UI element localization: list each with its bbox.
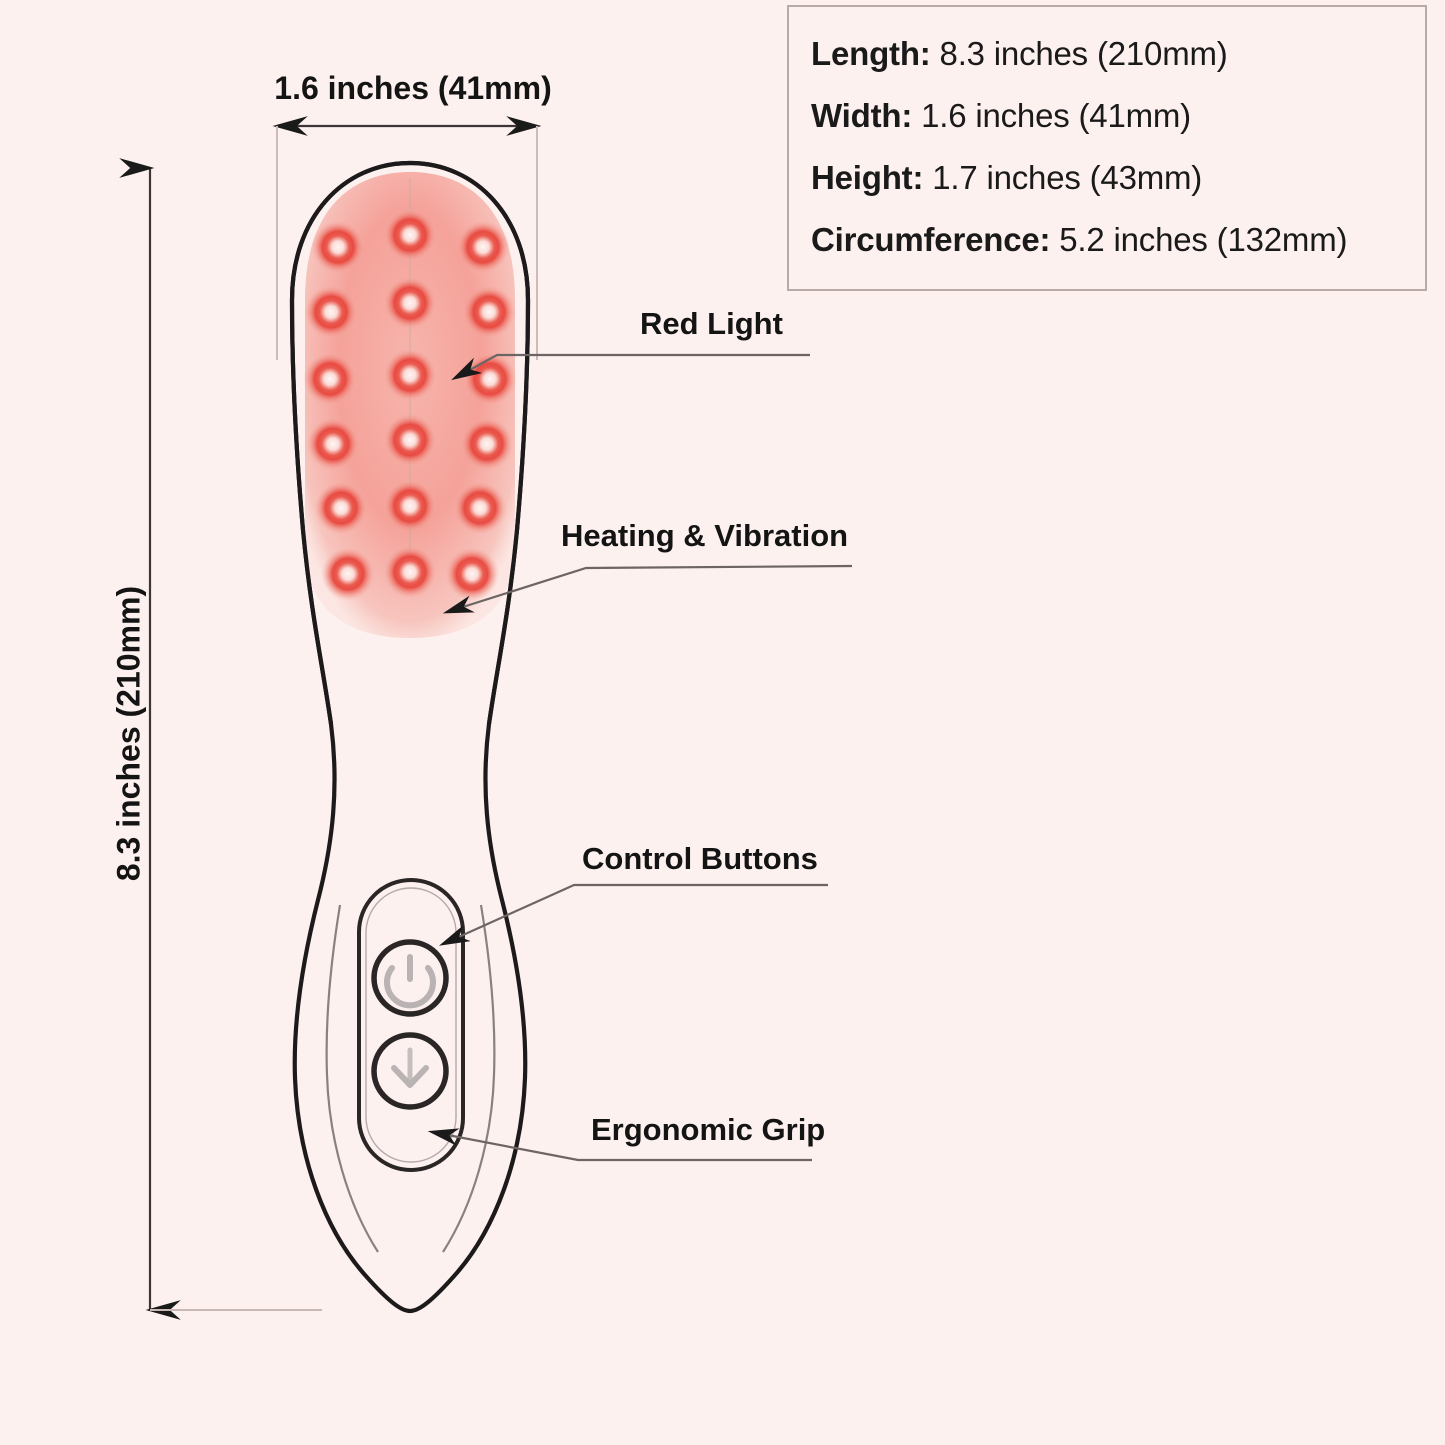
spec-separator: : [1039, 221, 1060, 258]
spec-value: 1.6 inches (41mm) [921, 97, 1191, 134]
height-dimension-label: 8.3 inches (210mm) [110, 585, 147, 882]
chevron-down-icon [391, 1047, 429, 1088]
spec-key: Height [811, 159, 913, 196]
head-outline-left [289, 160, 411, 725]
width-dimension [272, 116, 542, 360]
led-node [445, 547, 499, 601]
power-button[interactable] [371, 939, 449, 1017]
mode-down-button[interactable] [371, 1032, 449, 1110]
power-icon [384, 954, 436, 1009]
spec-separator: : [912, 159, 933, 196]
led-node [383, 276, 437, 330]
led-node [311, 220, 365, 274]
spec-key: Width [811, 97, 902, 134]
leader-line-control-buttons [438, 883, 828, 946]
callout-label-control-buttons: Control Buttons [582, 841, 818, 876]
callout-label-ergonomic-grip: Ergonomic Grip [591, 1112, 826, 1147]
spec-row-width: Width: 1.6 inches (41mm) [811, 85, 1405, 147]
spec-key: Circumference [811, 221, 1040, 258]
led-node [460, 417, 514, 471]
led-node [304, 285, 358, 339]
leader-line-red-light [451, 353, 810, 381]
spec-value: 5.2 inches (132mm) [1059, 221, 1348, 258]
led-node [314, 481, 368, 535]
spec-value: 8.3 inches (210mm) [939, 35, 1228, 72]
led-node [462, 285, 516, 339]
spec-value: 1.7 inches (43mm) [932, 159, 1203, 196]
spec-row-circumference: Circumference: 5.2 inches (132mm) [811, 209, 1405, 271]
led-node [383, 208, 437, 262]
led-node [453, 481, 507, 535]
led-node [456, 220, 510, 274]
width-dimension-label: 1.6 inches (41mm) [274, 70, 552, 106]
led-node [383, 348, 437, 402]
led-node [383, 479, 437, 533]
callout-label-heating-vibration: Heating & Vibration [561, 518, 849, 553]
led-node [321, 547, 375, 601]
height-dimension [119, 158, 322, 1320]
led-node [383, 413, 437, 467]
specifications-box: Length: 8.3 inches (210mm) Width: 1.6 in… [787, 5, 1427, 291]
leader-line-heating-vibration [442, 564, 853, 614]
led-node [383, 545, 437, 599]
spec-separator: : [919, 35, 940, 72]
spec-separator: : [901, 97, 922, 134]
head-outline-right [409, 160, 531, 725]
grip-contour-right [442, 904, 496, 1253]
led-node [306, 417, 360, 471]
led-node-grid [303, 208, 517, 601]
grip-contour-left [325, 904, 379, 1253]
leader-line-ergonomic-grip [427, 1128, 812, 1162]
spec-key: Length [811, 35, 920, 72]
spec-row-height: Height: 1.7 inches (43mm) [811, 147, 1405, 209]
spec-row-length: Length: 8.3 inches (210mm) [811, 23, 1405, 85]
callout-label-red-light: Red Light [640, 306, 783, 341]
led-node [303, 352, 357, 406]
